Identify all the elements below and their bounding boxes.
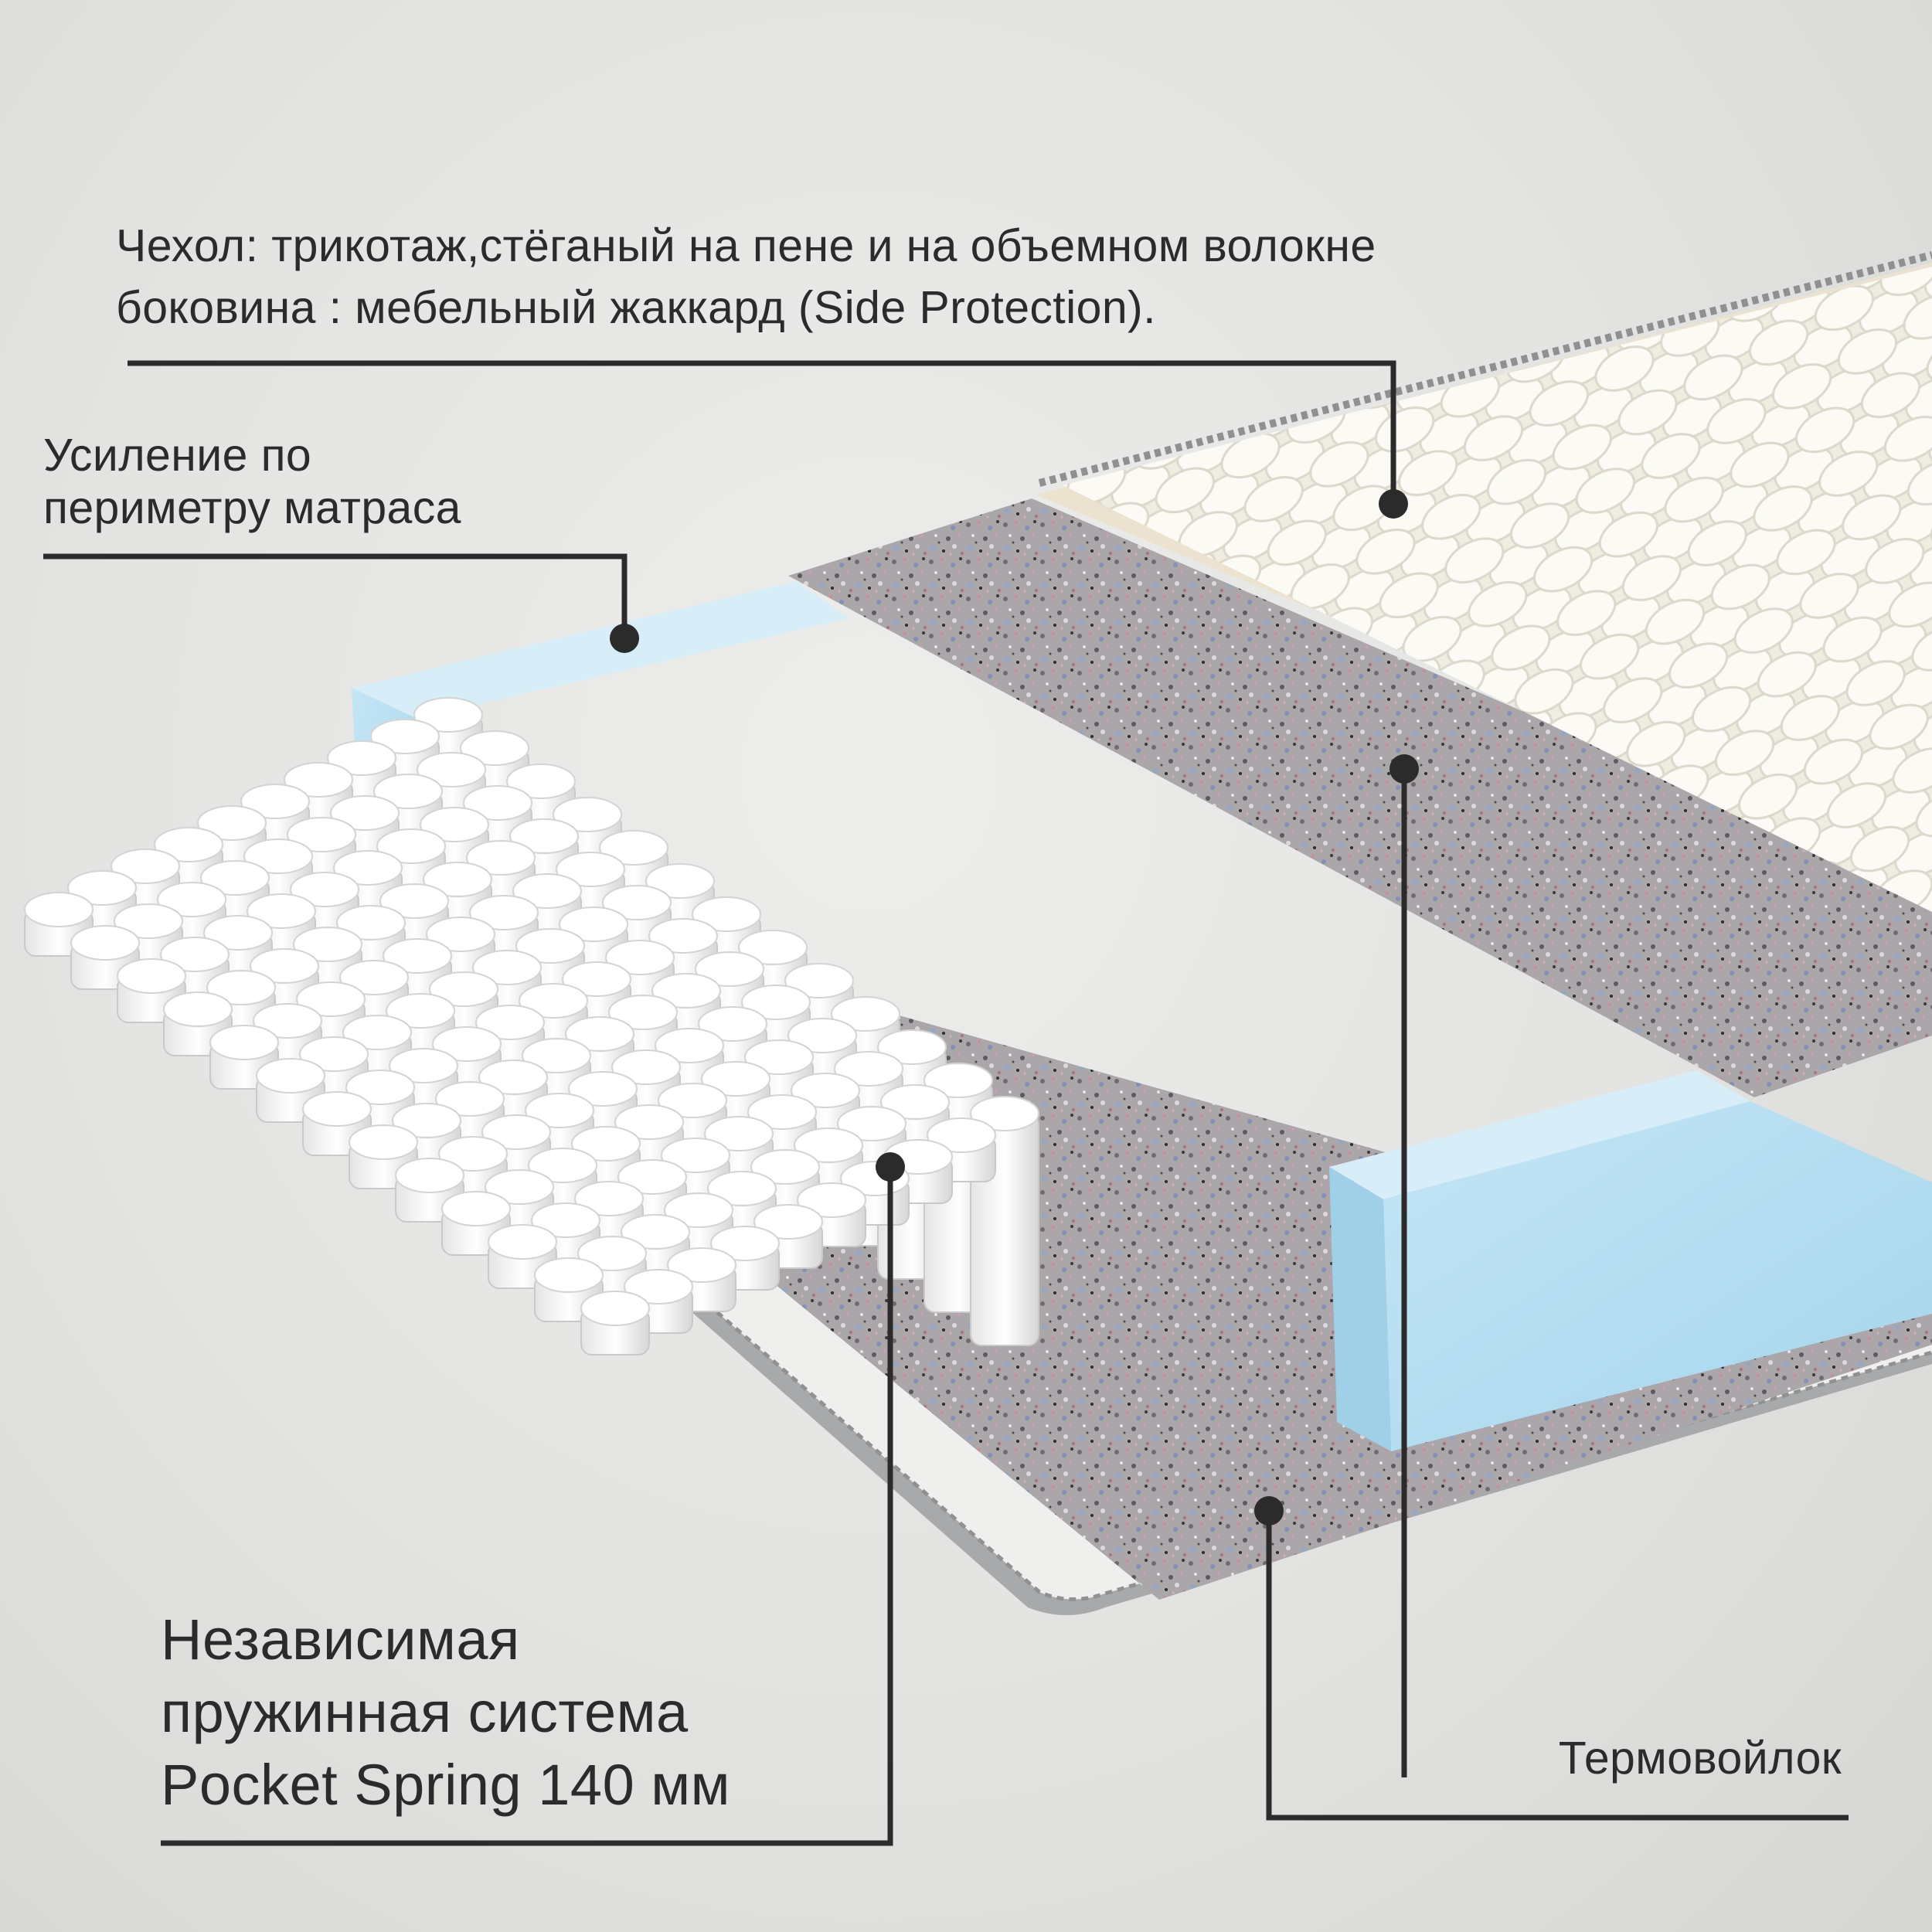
- pocket-spring-block: [24, 697, 1039, 1355]
- pocket-spring-icon: [580, 1291, 650, 1355]
- springs-label: Независимая пружинная система Pocket Spr…: [161, 1604, 730, 1821]
- leader-lines: [43, 360, 1849, 1846]
- leader-springs: [161, 1167, 893, 1846]
- perimeter-label: Усиление по периметру матраса: [43, 429, 461, 534]
- felt-label-line1: Термовойлок: [1558, 1733, 1842, 1784]
- dot-perimeter: [610, 624, 639, 653]
- cover-label-line2: боковина : мебельный жаккард (Side Prote…: [116, 282, 1156, 333]
- leader-perimeter: [43, 553, 628, 638]
- dot-springs: [876, 1152, 905, 1182]
- dot-felt-bottom: [1254, 1496, 1284, 1526]
- top-felt-layer: [788, 498, 1932, 1097]
- felt-label: Термовойлок: [1559, 1731, 1842, 1785]
- springs-label-line3: Pocket Spring 140 мм: [161, 1753, 731, 1817]
- springs-label-line2: пружинная система: [161, 1680, 689, 1744]
- dot-felt-top: [1389, 754, 1419, 784]
- dot-cover: [1379, 489, 1408, 519]
- perimeter-label-line1: Усиление по: [43, 430, 312, 481]
- cover-label-line1: Чехол: трикотаж,стёганый на пене и на об…: [116, 220, 1376, 271]
- leader-dots: [610, 489, 1419, 1526]
- quilted-cover-layer: [1036, 251, 1932, 912]
- leader-felt-bottom: [1266, 1511, 1849, 1821]
- leader-cover: [128, 360, 1396, 504]
- perimeter-label-line2: периметру матраса: [43, 482, 461, 533]
- cover-label: Чехол: трикотаж,стёганый на пене и на об…: [116, 215, 1376, 338]
- springs-label-line1: Независимая: [161, 1607, 520, 1672]
